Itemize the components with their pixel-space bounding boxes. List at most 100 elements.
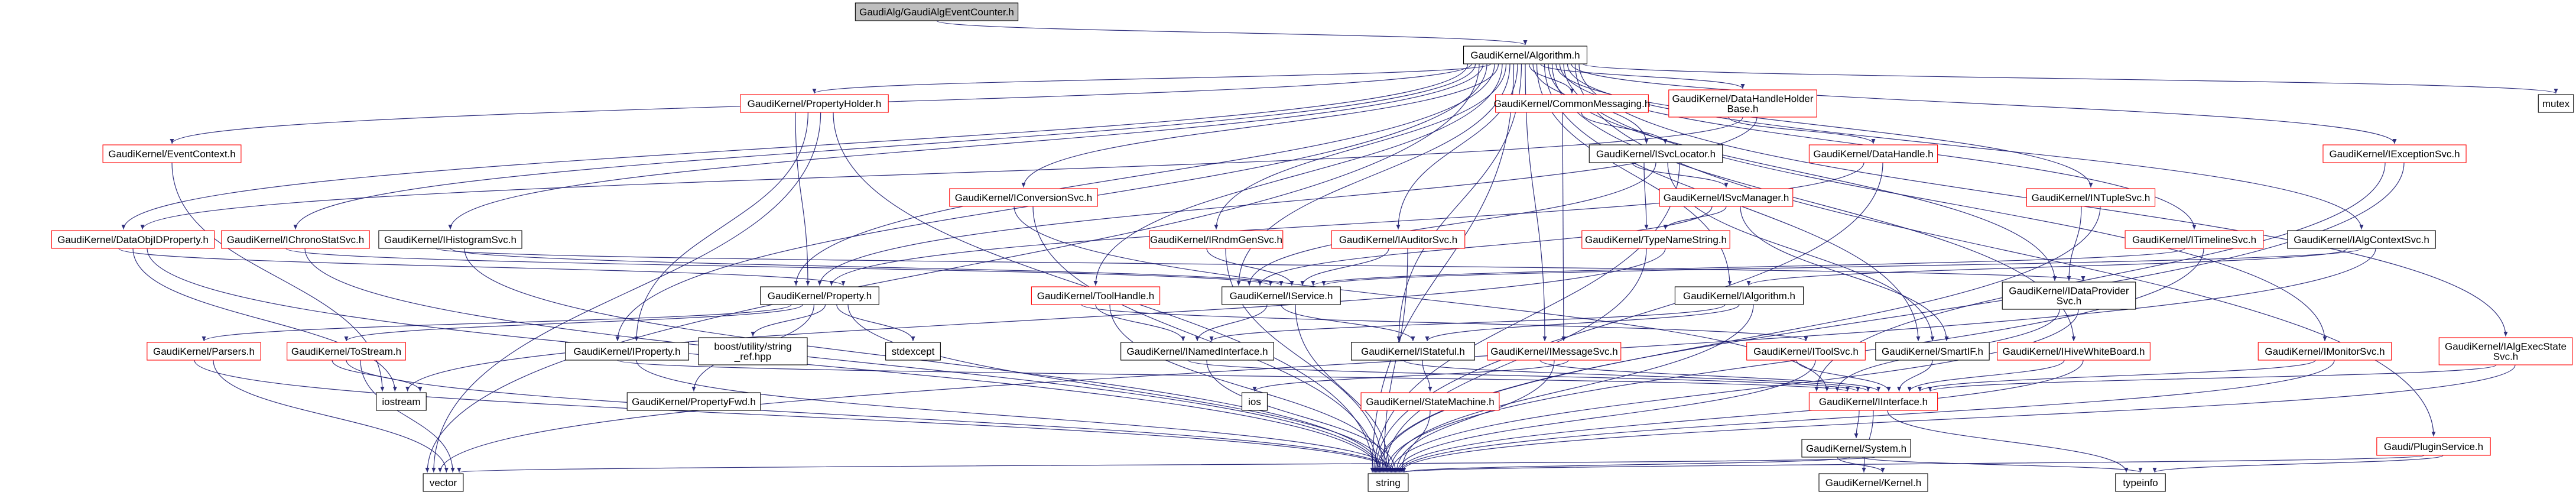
- include-edge-algorithm-to-intuplesvc: [1555, 63, 2093, 188]
- node-imessagesvc[interactable]: GaudiKernel/IMessageSvc.h: [1487, 342, 1622, 361]
- node-label: string: [1376, 477, 1401, 488]
- node-ihivewhiteboard[interactable]: GaudiKernel/IHiveWhiteBoard.h: [1997, 342, 2151, 361]
- node-box[interactable]: [1875, 342, 1990, 361]
- node-box[interactable]: [1997, 342, 2151, 361]
- node-kernel[interactable]: GaudiKernel/Kernel.h: [1818, 473, 1928, 492]
- node-box[interactable]: [51, 230, 215, 249]
- include-edge-property-to-stringref: [751, 304, 826, 337]
- node-box[interactable]: [378, 230, 522, 249]
- node-box[interactable]: [2438, 337, 2573, 365]
- node-box[interactable]: [2026, 188, 2156, 207]
- node-iinterface[interactable]: GaudiKernel/IInterface.h: [1808, 392, 1938, 411]
- node-box[interactable]: [1668, 89, 1817, 118]
- node-iservice[interactable]: GaudiKernel/IService.h: [1222, 286, 1341, 305]
- node-box[interactable]: [740, 94, 889, 113]
- node-datahandle[interactable]: GaudiKernel/DataHandle.h: [1808, 144, 1938, 163]
- node-irndmgensvc[interactable]: GaudiKernel/IRndmGenSvc.h: [1149, 230, 1284, 249]
- node-box[interactable]: [1487, 342, 1622, 361]
- node-box[interactable]: [949, 188, 1098, 207]
- node-box[interactable]: [2125, 230, 2264, 249]
- node-box[interactable]: [2257, 342, 2392, 361]
- node-imonitorsvc[interactable]: GaudiKernel/IMonitorSvc.h: [2257, 342, 2392, 361]
- node-box[interactable]: [564, 342, 689, 361]
- node-commonmessaging[interactable]: GaudiKernel/CommonMessaging.h: [1494, 94, 1651, 113]
- include-edge-inamedinterface-to-iinterface: [1187, 360, 1860, 392]
- node-algorithm[interactable]: GaudiKernel/Algorithm.h: [1463, 46, 1588, 64]
- node-parsers[interactable]: GaudiKernel/Parsers.h: [147, 342, 261, 361]
- node-box[interactable]: [1818, 473, 1928, 492]
- node-ialgcontextsvc[interactable]: GaudiKernel/IAlgContextSvc.h: [2287, 230, 2436, 249]
- node-box[interactable]: [1031, 286, 1161, 305]
- node-box[interactable]: [626, 392, 761, 411]
- node-itoolsvc[interactable]: GaudiKernel/IToolSvc.h: [1746, 342, 1866, 361]
- node-box[interactable]: [2376, 437, 2491, 456]
- node-pluginservice[interactable]: Gaudi/PluginService.h: [2376, 437, 2491, 456]
- node-isvcmanager[interactable]: GaudiKernel/ISvcManager.h: [1659, 188, 1794, 207]
- node-box[interactable]: [1801, 439, 1911, 458]
- node-box[interactable]: [1351, 342, 1476, 361]
- node-ihistogramsvc[interactable]: GaudiKernel/IHistogramSvc.h: [378, 230, 522, 249]
- node-iauditorsvc[interactable]: GaudiKernel/IAuditorSvc.h: [1331, 230, 1466, 249]
- node-eventcontext[interactable]: GaudiKernel/EventContext.h: [102, 144, 242, 163]
- node-label: vector: [430, 477, 457, 488]
- include-edge-ichronostatsvc-to-iservice: [285, 248, 1273, 286]
- node-propertyholder[interactable]: GaudiKernel/PropertyHolder.h: [740, 94, 889, 113]
- include-edge-ialgcontextsvc-to-iservice: [1321, 248, 2362, 286]
- node-box[interactable]: [1581, 230, 1730, 249]
- node-box[interactable]: [147, 342, 261, 361]
- node-box[interactable]: [1222, 286, 1341, 305]
- node-svclocator[interactable]: GaudiKernel/ISvcLocator.h: [1589, 144, 1723, 163]
- include-edge-imessagesvc-to-string: [1394, 360, 1555, 473]
- include-edge-system-to-string: [1401, 457, 1850, 473]
- node-box[interactable]: [1120, 342, 1274, 361]
- node-iproperty[interactable]: GaudiKernel/IProperty.h: [564, 342, 689, 361]
- node-ichronostatsvc[interactable]: GaudiKernel/IChronoStatSvc.h: [221, 230, 370, 249]
- node-box[interactable]: [1360, 392, 1500, 411]
- node-system[interactable]: GaudiKernel/System.h: [1801, 439, 1911, 458]
- node-box[interactable]: [1149, 230, 1284, 249]
- node-box[interactable]: [1746, 342, 1866, 361]
- include-edge-property-to-tostream: [344, 304, 803, 342]
- node-box[interactable]: [1808, 392, 1938, 411]
- node-iostream: iostream: [376, 392, 427, 411]
- include-edge-ialgorithm-to-inamedinterface: [1209, 304, 1726, 342]
- node-statemachine[interactable]: GaudiKernel/StateMachine.h: [1360, 392, 1500, 411]
- include-edge-algorithm-to-imessagesvc: [1525, 63, 1547, 342]
- include-edge-statemachine-to-string: [1399, 410, 1431, 473]
- node-box[interactable]: [102, 144, 242, 163]
- node-box[interactable]: [1495, 94, 1649, 113]
- node-box[interactable]: [1463, 46, 1588, 64]
- node-tostream[interactable]: GaudiKernel/ToStream.h: [287, 342, 406, 361]
- node-inamedinterface[interactable]: GaudiKernel/INamedInterface.h: [1120, 342, 1274, 361]
- node-box[interactable]: [2322, 144, 2467, 163]
- node-box[interactable]: [2287, 230, 2436, 249]
- node-property[interactable]: GaudiKernel/Property.h: [760, 286, 879, 305]
- include-edge-tostream-to-string: [346, 360, 1396, 473]
- node-box[interactable]: [1674, 286, 1804, 305]
- node-iexceptionsvc[interactable]: GaudiKernel/IExceptionSvc.h: [2322, 144, 2467, 163]
- node-typenamestring[interactable]: GaudiKernel/TypeNameString.h: [1581, 230, 1730, 249]
- include-edge-irndmgensvc-to-iservice: [1206, 248, 1294, 286]
- node-box[interactable]: [760, 286, 879, 305]
- node-box[interactable]: [2002, 281, 2136, 310]
- node-itimelinesvc[interactable]: GaudiKernel/ITimelineSvc.h: [2125, 230, 2264, 249]
- node-ialgorithm[interactable]: GaudiKernel/IAlgorithm.h: [1674, 286, 1804, 305]
- node-label: GaudiKernel/ToolHandle.h: [1037, 290, 1154, 302]
- node-box[interactable]: [221, 230, 370, 249]
- node-propertyfwd[interactable]: GaudiKernel/PropertyFwd.h: [626, 392, 761, 411]
- node-dataobjidproperty[interactable]: GaudiKernel/DataObjIDProperty.h: [51, 230, 215, 249]
- node-iconversionsvc[interactable]: GaudiKernel/IConversionSvc.h: [949, 188, 1098, 207]
- node-box[interactable]: [1808, 144, 1938, 163]
- node-toolhandle[interactable]: GaudiKernel/ToolHandle.h: [1031, 286, 1161, 305]
- node-box[interactable]: [1331, 230, 1466, 249]
- node-istateful[interactable]: GaudiKernel/IStateful.h: [1351, 342, 1476, 361]
- node-intuplesvc[interactable]: GaudiKernel/INTupleSvc.h: [2026, 188, 2156, 207]
- node-box[interactable]: [1589, 144, 1723, 163]
- node-box[interactable]: [1659, 188, 1794, 207]
- node-smartif[interactable]: GaudiKernel/SmartIF.h: [1875, 342, 1990, 361]
- node-box[interactable]: [287, 342, 406, 361]
